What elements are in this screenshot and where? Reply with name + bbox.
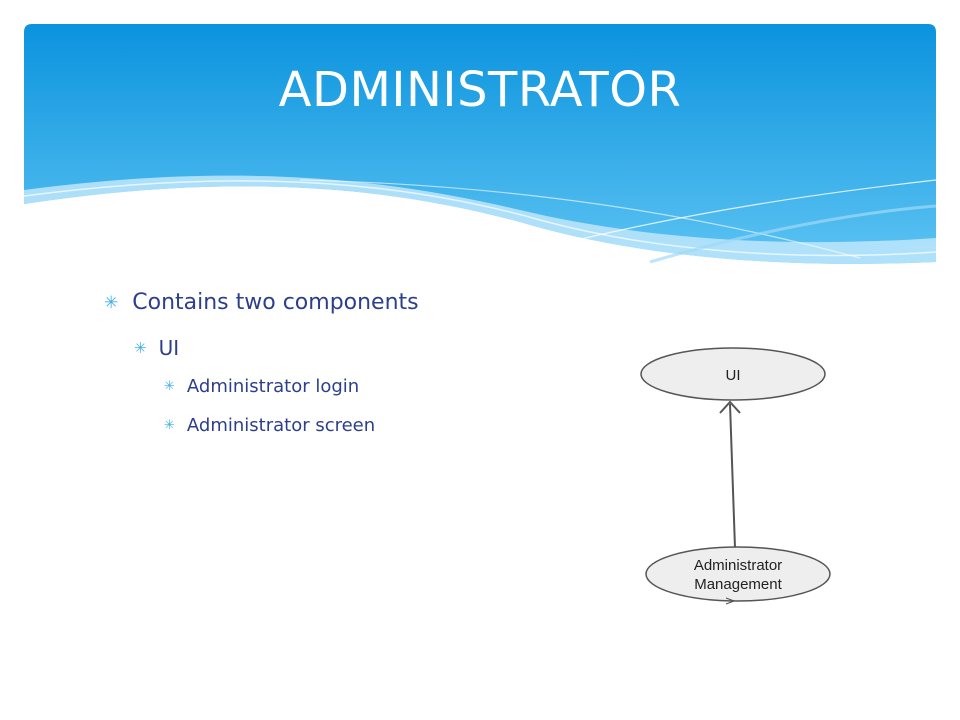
- node-ui: UI: [640, 347, 826, 401]
- asterisk-icon: ✳: [104, 292, 119, 313]
- node-admin-label-line2: Management: [694, 576, 782, 593]
- bullet-text: Contains two components: [132, 290, 419, 315]
- bullet-item-level2: ✳ UI: [134, 336, 179, 360]
- slide-title: ADMINISTRATOR: [278, 62, 682, 118]
- bullet-text: Administrator screen: [186, 415, 376, 436]
- bullet-text: Administrator login: [186, 376, 360, 397]
- bullet-text: UI: [158, 336, 180, 360]
- asterisk-icon: ✳: [134, 339, 147, 357]
- node-ui-label: UI: [726, 367, 741, 384]
- node-admin-label-line1: Administrator: [694, 557, 782, 574]
- asterisk-icon: ✳: [164, 379, 175, 394]
- bullet-item-level3: ✳ Administrator login: [164, 376, 359, 397]
- bullet-item-level3: ✳ Administrator screen: [164, 415, 375, 436]
- dependency-arrow: [719, 400, 741, 549]
- node-administrator-management: Administrator Management: [645, 546, 831, 605]
- bullet-item-level1: ✳ Contains two components: [104, 290, 419, 315]
- asterisk-icon: ✳: [164, 418, 175, 433]
